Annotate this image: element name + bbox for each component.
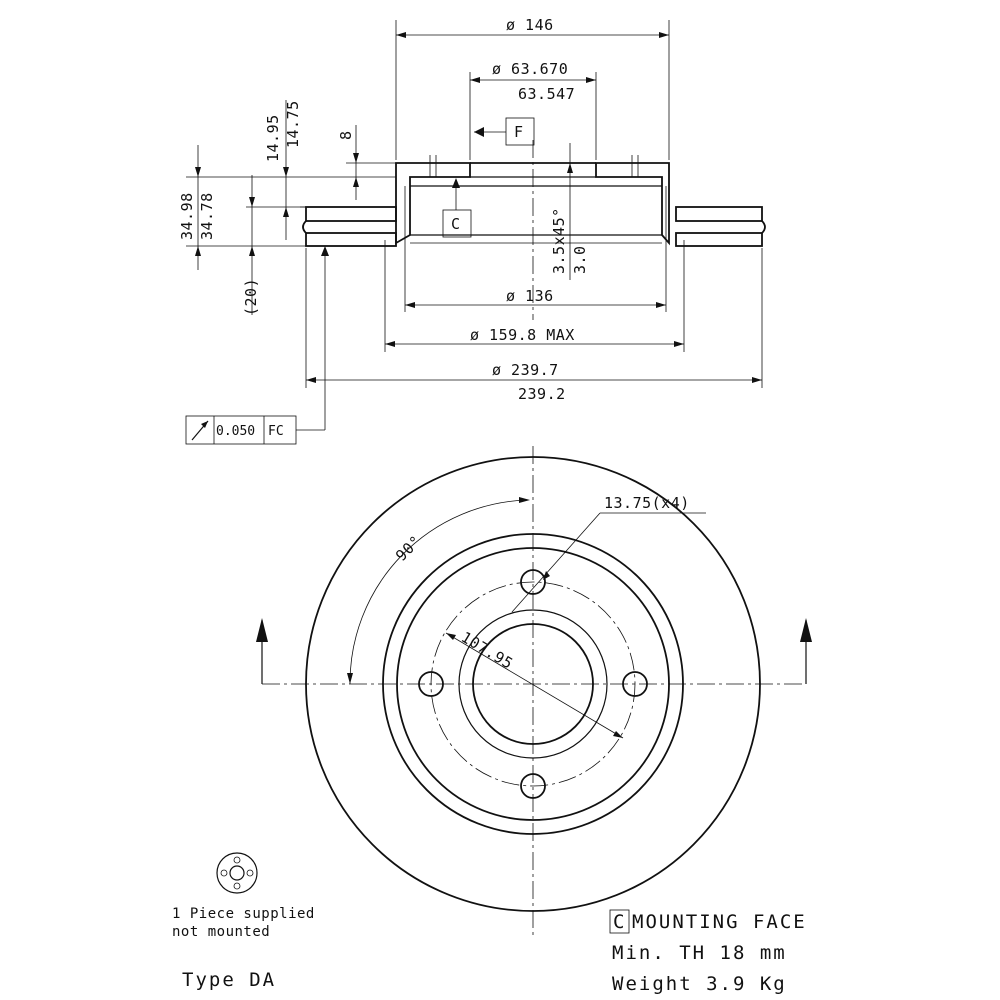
tolerance-value: 0.050 (216, 424, 255, 439)
dim-d159: ø 159.8 MAX (470, 326, 575, 344)
section-arrow-right-icon (800, 618, 812, 642)
dim-d239-max: ø 239.7 (492, 361, 559, 379)
dim-chamfer: 3.5x45° (550, 207, 568, 274)
piece-note-line1: 1 Piece supplied (172, 906, 315, 922)
mounting-face-box (609, 909, 630, 934)
right-friction-ring (675, 206, 766, 247)
bolt-hole-left (418, 671, 444, 697)
weight: Weight 3.9 Kg (612, 973, 787, 995)
dim-h34-98: 34.98 (178, 192, 196, 240)
hole-callout: 13.75(x4) (604, 494, 690, 512)
dim-d136: ø 136 (506, 287, 554, 305)
dim-h8: 8 (337, 130, 355, 140)
section-view: ø 146 ø 63.670 63.547 F C 14.95 14.75 8 (178, 16, 766, 445)
mounting-face-text: MOUNTING FACE (632, 911, 807, 933)
datum-c-box (442, 209, 472, 238)
dim-h14-95: 14.95 (264, 114, 282, 162)
dim-d63-min: 63.547 (518, 85, 575, 103)
mounting-face-box-label: C (613, 911, 626, 933)
datum-c-label: C (451, 215, 461, 233)
bolt-hole-bottom (520, 773, 546, 799)
dim-h20: (20) (242, 278, 260, 316)
front-view: 90° 13.75(x4) 107.95 (256, 446, 812, 935)
type-label: Type DA (182, 969, 276, 991)
dim-h3-0: 3.0 (571, 245, 589, 274)
section-arrow-left-icon (256, 618, 268, 642)
left-friction-ring (302, 206, 397, 247)
dim-d239-min: 239.2 (518, 385, 566, 403)
tolerance-datums: FC (268, 424, 284, 439)
min-thickness: Min. TH 18 mm (612, 942, 787, 964)
piece-note-line2: not mounted (172, 924, 270, 940)
single-piece-icon (216, 852, 258, 894)
bolt-hole-top (520, 569, 546, 595)
runout-symbol-icon (191, 420, 209, 441)
runout-tolerance-frame: 0.050 FC (185, 415, 297, 445)
dim-h14-75: 14.75 (284, 100, 302, 148)
bolt-hole-right (622, 671, 648, 697)
dim-h34-78: 34.78 (198, 192, 216, 240)
hat-right-section (595, 162, 670, 246)
datum-f-box (505, 117, 535, 146)
dim-d63-max: ø 63.670 (492, 60, 568, 78)
dim-d146: ø 146 (506, 16, 554, 34)
datum-f-label: F (514, 123, 524, 141)
